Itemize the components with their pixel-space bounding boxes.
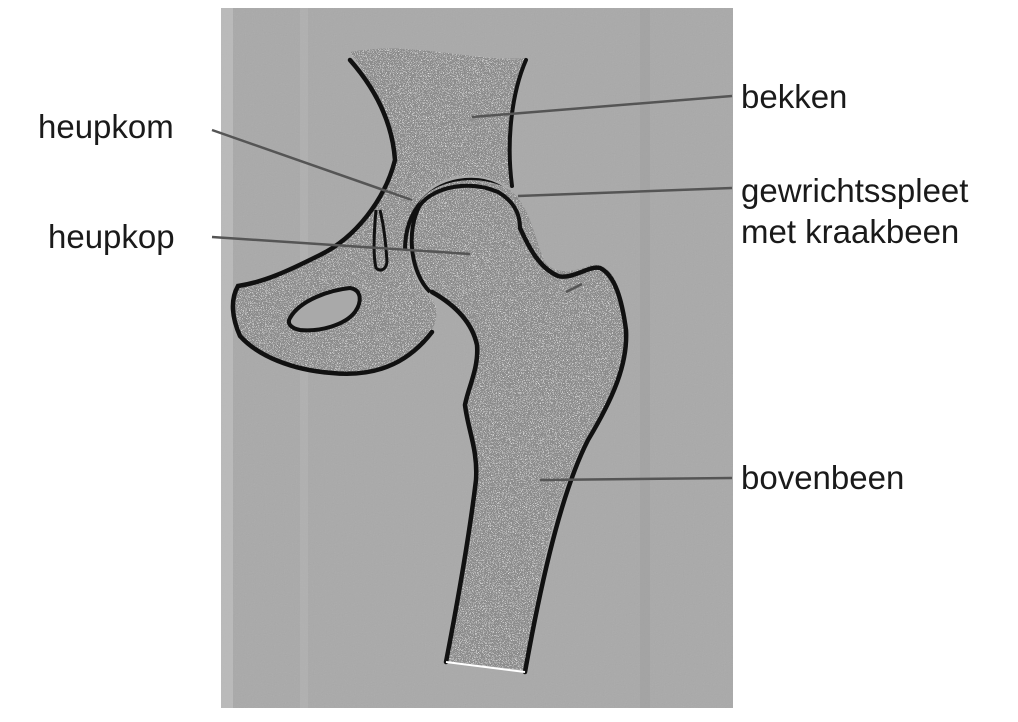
label-gewrichtsspleet: gewrichtsspleet xyxy=(741,173,968,209)
label-met-kraakbeen: met kraakbeen xyxy=(741,214,959,250)
label-heupkop: heupkop xyxy=(48,219,175,255)
label-bovenbeen: bovenbeen xyxy=(741,460,904,496)
label-bekken: bekken xyxy=(741,79,847,115)
label-heupkom: heupkom xyxy=(38,109,174,145)
